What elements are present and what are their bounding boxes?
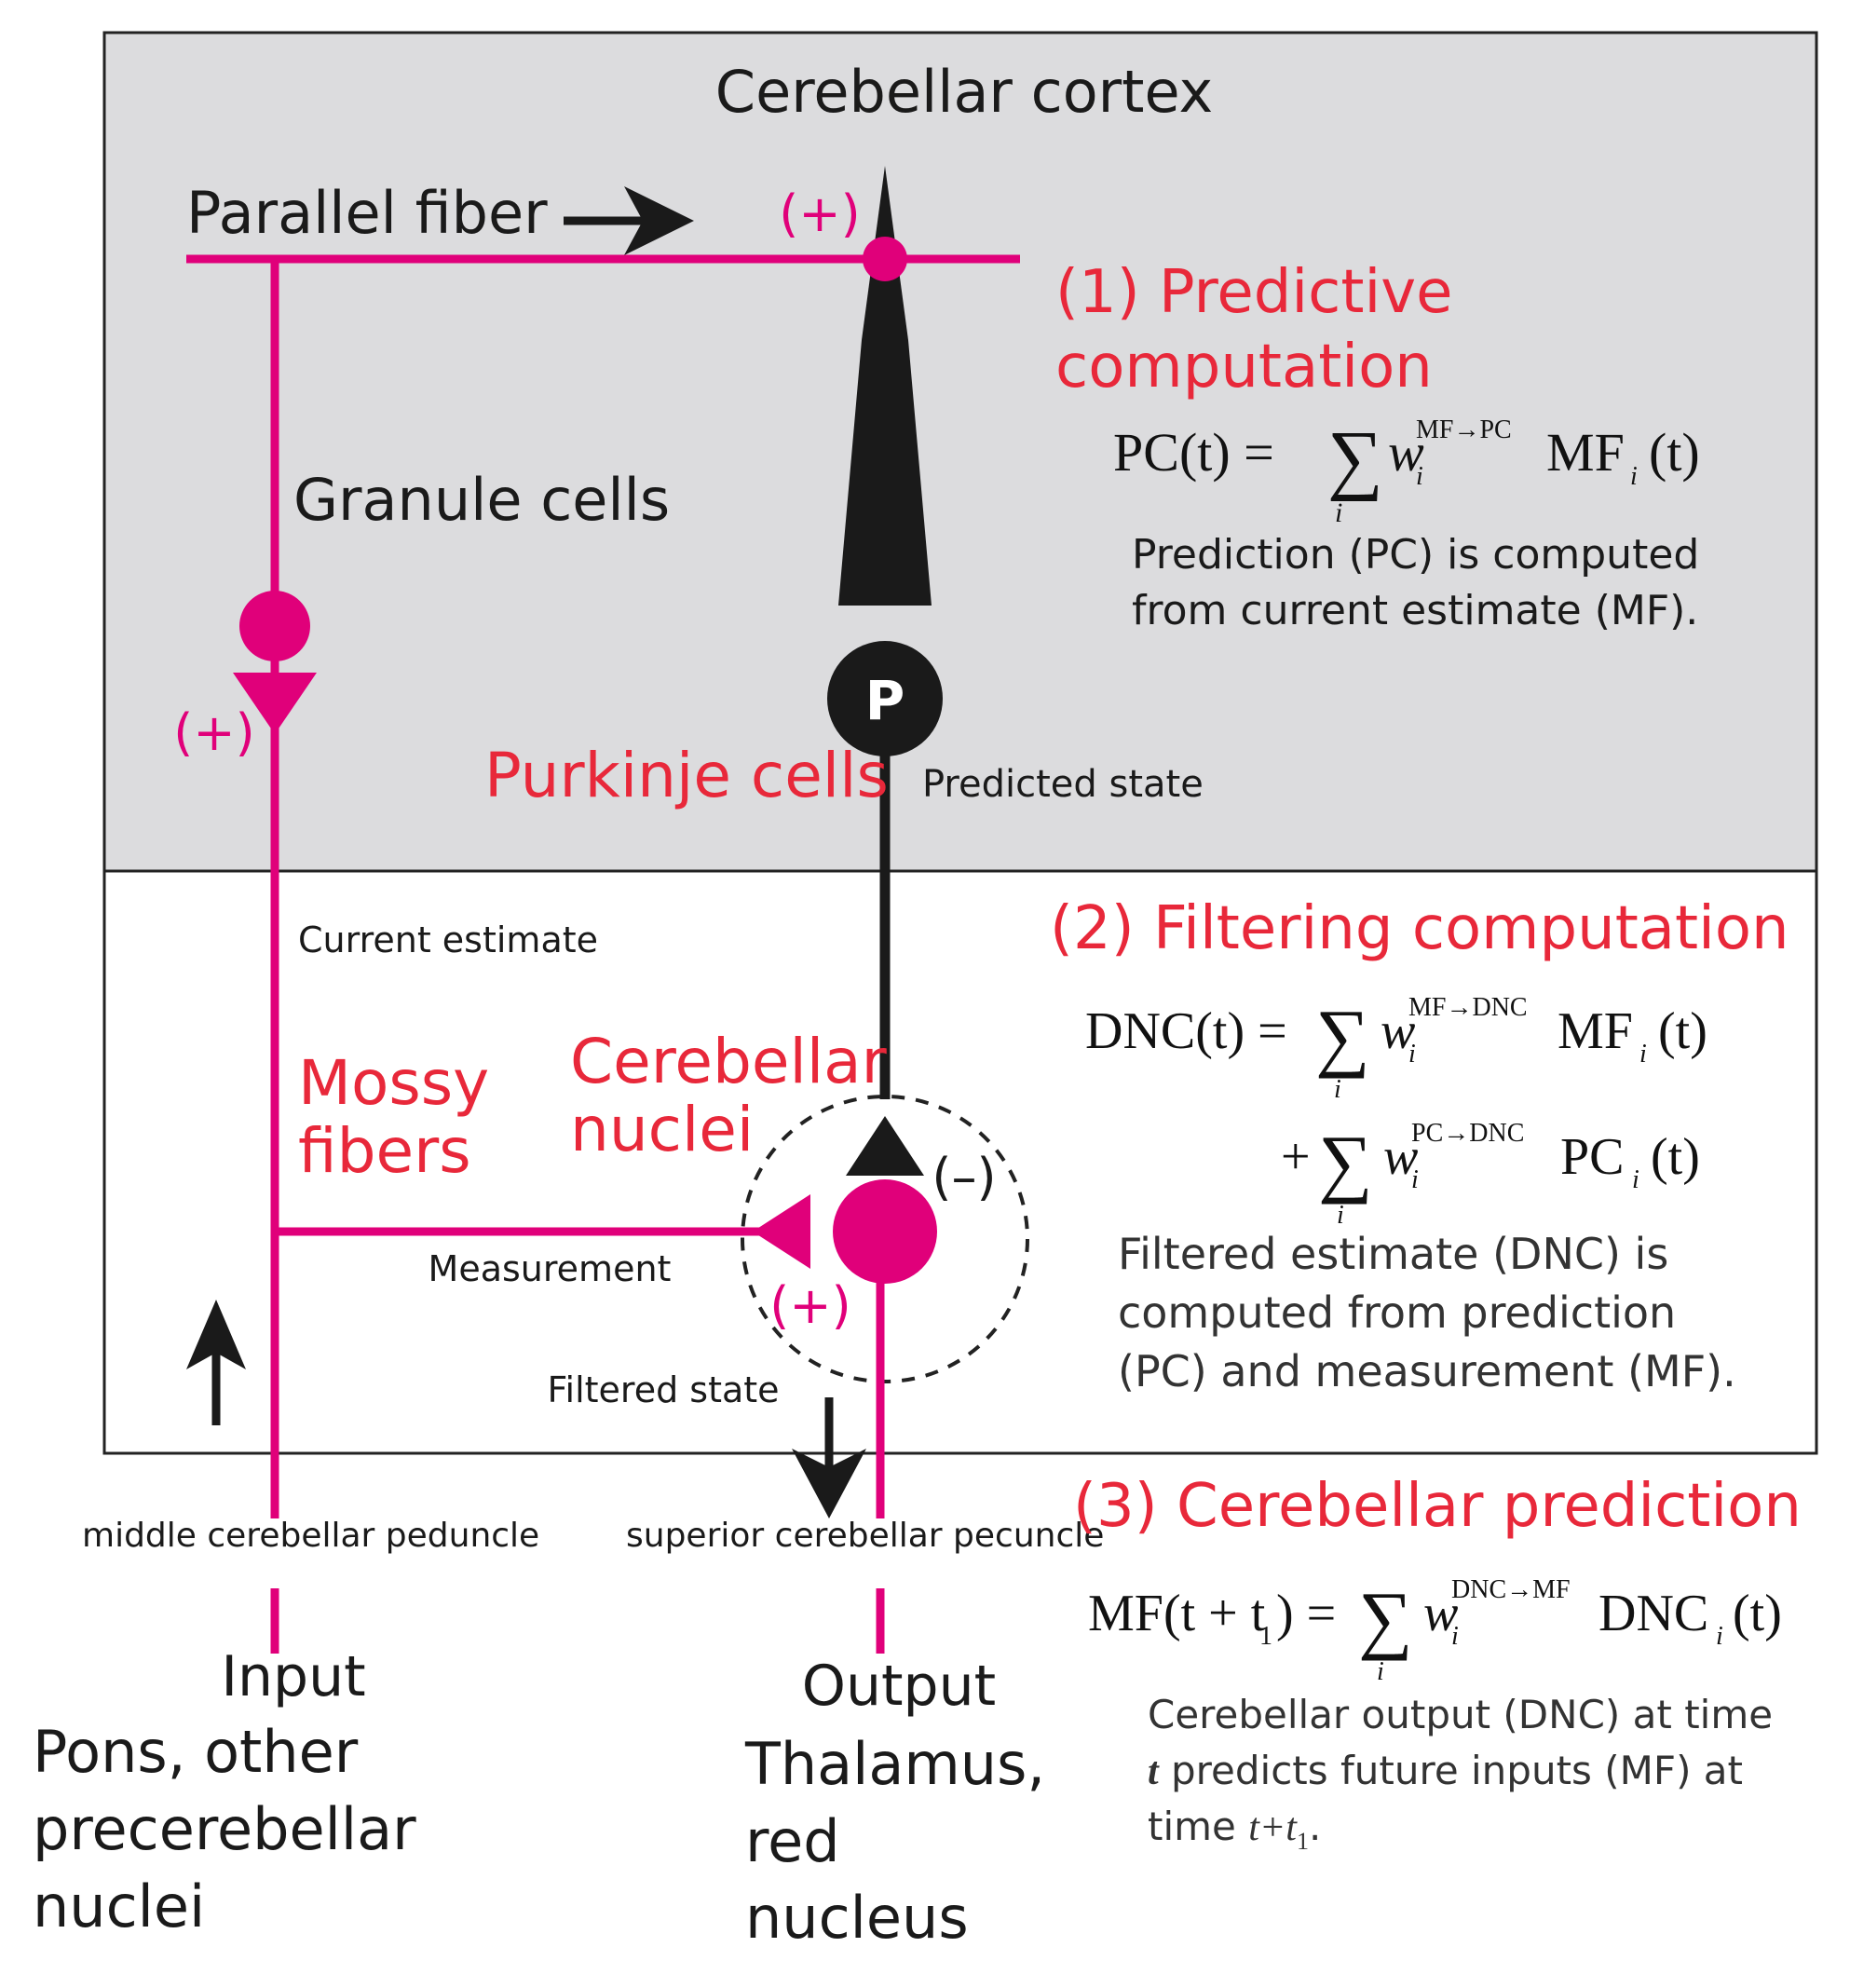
- filtering-eq2-sum: ∑: [1318, 1120, 1372, 1205]
- input-line-2: precerebellar: [33, 1795, 416, 1863]
- filtered-state-label: Filtered state: [547, 1369, 779, 1410]
- filtering-eq1-w: w: [1381, 1002, 1415, 1060]
- arrow-down-icon: [792, 1397, 866, 1518]
- predictive-eq-sum: ∑: [1327, 415, 1383, 502]
- cortex-panel: [102, 31, 1818, 873]
- middle-peduncle-label: middle cerebellar peduncle: [82, 1517, 539, 1555]
- filtering-eq2-rhs-sub: i: [1632, 1165, 1639, 1194]
- predictive-eq-w-sub: i: [1416, 462, 1423, 491]
- predictive-heading-1: (1) Predictive: [1055, 258, 1452, 327]
- filtering-eq2-arg: (t): [1651, 1128, 1700, 1186]
- filtering-equation-1: DNC(t) = ∑ i w i MF→DNC MF i (t): [1085, 993, 1707, 1104]
- filtering-eq2-rhs: PC: [1560, 1128, 1625, 1186]
- superior-peduncle-label: superior cerebellar pecuncle: [626, 1517, 1104, 1555]
- prediction-heading: (3) Cerebellar prediction: [1073, 1472, 1802, 1541]
- input-title: Input: [221, 1644, 365, 1709]
- granule-cells-label: Granule cells: [293, 466, 670, 534]
- prediction-eq-sum-sub: i: [1377, 1657, 1384, 1686]
- purkinje-cells-label: Purkinje cells: [484, 740, 889, 811]
- output-title: Output: [802, 1654, 996, 1719]
- filtering-eq1-w-sub: i: [1408, 1040, 1416, 1069]
- purkinje-dendrite: [838, 166, 932, 606]
- predictive-heading-2: computation: [1055, 333, 1433, 402]
- measurement-synapse-icon: [753, 1194, 810, 1269]
- filtering-eq1-sum: ∑: [1315, 994, 1369, 1079]
- predictive-eq-w: w: [1388, 422, 1424, 483]
- filtering-heading: (2) Filtering computation: [1050, 894, 1789, 963]
- nuclei-panel: [102, 869, 1818, 1455]
- filtering-equation-2: + ∑ i w i PC→DNC PC i (t): [1281, 1119, 1700, 1230]
- filtering-eq1-lhs: DNC(t) =: [1085, 1002, 1287, 1060]
- prediction-equation: MF(t + t 1 ) = ∑ i w i DNC→MF DNC i (t): [1088, 1575, 1782, 1686]
- prediction-eq-rhs: DNC: [1598, 1585, 1708, 1642]
- filtering-eq2-w-sup: PC→DNC: [1411, 1119, 1524, 1148]
- prediction-desc-1: Cerebellar output (DNC) at time: [1148, 1692, 1773, 1737]
- prediction-eq-w-sub: i: [1451, 1622, 1459, 1651]
- filtering-eq1-rhs: MF: [1558, 1002, 1633, 1060]
- output-line-1: Thalamus,: [744, 1730, 1045, 1798]
- filtering-eq2-w: w: [1383, 1128, 1418, 1186]
- filtering-eq2-sum-sub: i: [1337, 1201, 1344, 1230]
- output-line-2: red: [745, 1807, 840, 1875]
- prediction-eq-w: w: [1423, 1585, 1458, 1642]
- input-line-3: nuclei: [33, 1872, 205, 1940]
- cerebellar-nuclei-label-2: nuclei: [570, 1094, 754, 1165]
- filtering-eq2-plus: +: [1281, 1128, 1311, 1186]
- prediction-eq-sum: ∑: [1358, 1576, 1412, 1661]
- purkinje-soma: [827, 641, 943, 756]
- prediction-eq-rhs-sub: i: [1716, 1622, 1723, 1651]
- prediction-eq-lhs-sub: 1: [1259, 1622, 1272, 1651]
- filtering-desc-3: (PC) and measurement (MF).: [1118, 1346, 1736, 1396]
- arrow-right-icon: [564, 186, 694, 255]
- filtering-eq1-w-sup: MF→DNC: [1408, 993, 1528, 1022]
- filtering-desc-2: computed from prediction: [1118, 1287, 1676, 1338]
- predictive-eq-rhs-sub: i: [1630, 462, 1638, 491]
- pf-purkinje-synapse: [863, 237, 907, 281]
- prediction-desc-3: time t+t1.: [1148, 1804, 1321, 1855]
- purkinje-letter: P: [865, 669, 905, 732]
- parallel-fiber-plus: (+): [779, 184, 860, 243]
- filtering-eq1-rhs-sub: i: [1639, 1040, 1647, 1069]
- predictive-eq-rhs: MF: [1546, 422, 1625, 483]
- prediction-eq-arg: (t): [1733, 1585, 1782, 1642]
- predictive-eq-sum-sub: i: [1335, 497, 1342, 528]
- diagram-title: Cerebellar cortex: [715, 58, 1213, 126]
- arrow-up-icon: [186, 1300, 246, 1425]
- predicted-state-label: Predicted state: [922, 763, 1204, 806]
- predictive-desc-1: Prediction (PC) is computed: [1132, 531, 1699, 579]
- prediction-eq-lhs-close: ) =: [1276, 1585, 1336, 1642]
- predictive-eq-arg: (t): [1649, 422, 1700, 483]
- parallel-fiber-label: Parallel fiber: [186, 179, 548, 247]
- current-estimate-label: Current estimate: [298, 919, 598, 960]
- nucleus-minus: (–): [932, 1148, 996, 1206]
- granule-synapse-icon: [233, 673, 317, 734]
- measurement-label: Measurement: [428, 1248, 672, 1289]
- predictive-equation: PC(t) = ∑ i w i MF→PC MF i (t): [1113, 415, 1700, 528]
- predictive-eq-w-sup: MF→PC: [1416, 415, 1512, 444]
- purkinje-terminal-icon: [846, 1116, 924, 1176]
- output-line-3: nucleus: [745, 1884, 969, 1952]
- filtering-eq1-sum-sub: i: [1334, 1075, 1341, 1104]
- prediction-eq-w-sup: DNC→MF: [1451, 1575, 1571, 1604]
- nucleus-plus: (+): [769, 1276, 850, 1335]
- granule-cell-body: [239, 591, 310, 661]
- cerebellar-nuclei-label-1: Cerebellar: [570, 1026, 888, 1097]
- prediction-eq-lhs: MF(t + t: [1088, 1585, 1266, 1642]
- nucleus-dashed-circle: [741, 1095, 1029, 1383]
- mossy-fibers-label-2: fibers: [298, 1115, 471, 1187]
- input-line-1: Pons, other: [33, 1718, 359, 1786]
- predictive-desc-2: from current estimate (MF).: [1132, 587, 1698, 634]
- filtering-desc-1: Filtered estimate (DNC) is: [1118, 1229, 1668, 1279]
- granule-plus: (+): [173, 703, 254, 762]
- predictive-box: [1025, 240, 1798, 422]
- prediction-desc-2: t predicts future inputs (MF) at: [1148, 1748, 1743, 1793]
- filtering-eq2-w-sub: i: [1411, 1165, 1419, 1194]
- filtering-eq1-arg: (t): [1658, 1002, 1707, 1060]
- mossy-fibers-label-1: Mossy: [298, 1047, 489, 1119]
- predictive-eq-lhs: PC(t) =: [1113, 422, 1274, 483]
- nucleus-cell-body: [833, 1179, 937, 1284]
